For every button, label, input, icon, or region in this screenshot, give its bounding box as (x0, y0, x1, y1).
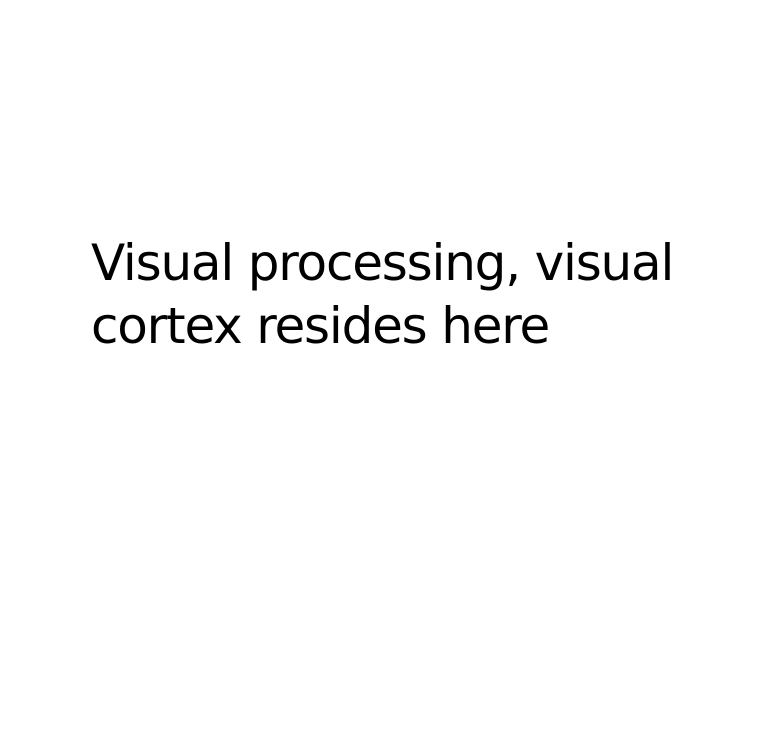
caption-line-1: Visual processing, visual (91, 234, 674, 292)
caption-line-2: cortex resides here (91, 297, 550, 355)
caption-text: Visual processing, visual cortex resides… (91, 232, 751, 358)
